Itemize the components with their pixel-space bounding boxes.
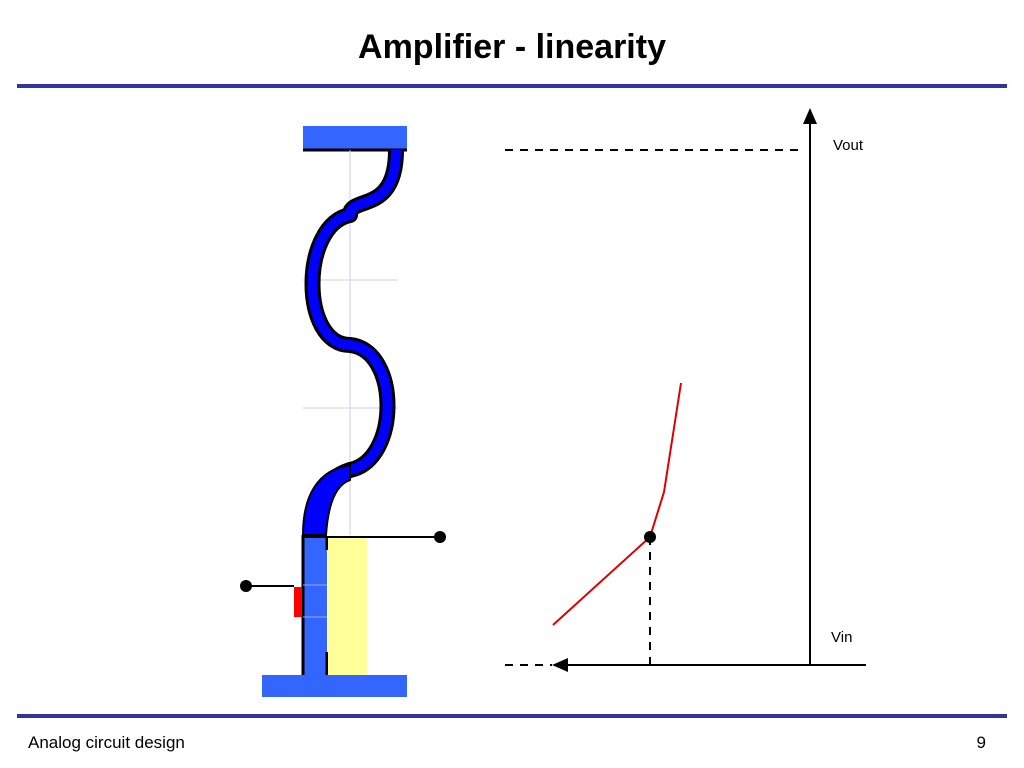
slide-title: Amplifier - linearity (358, 28, 666, 66)
transistor-channel (303, 537, 327, 675)
page-number: 9 (976, 733, 986, 752)
vout-axis-arrowhead (803, 108, 817, 124)
gate-region (328, 537, 367, 675)
bottom-plate (262, 675, 407, 697)
title-divider (17, 84, 1007, 88)
operating-point (644, 531, 656, 543)
output-terminal-dot (434, 531, 446, 543)
transfer-curve (552, 382, 682, 626)
input-terminal-dot (240, 580, 252, 592)
vin-label: Vin (831, 629, 852, 646)
footer-course-name: Analog circuit design (28, 733, 185, 752)
transistor-spring-analogy (240, 126, 446, 697)
vout-label: Vout (833, 137, 864, 154)
vin-axis-arrowhead (552, 658, 568, 672)
spring-neck (301, 463, 351, 536)
footer-divider (17, 714, 1007, 718)
gate-contact (294, 587, 302, 617)
top-plate (303, 126, 407, 150)
transfer-characteristic-plot: Vout Vin (505, 108, 866, 672)
